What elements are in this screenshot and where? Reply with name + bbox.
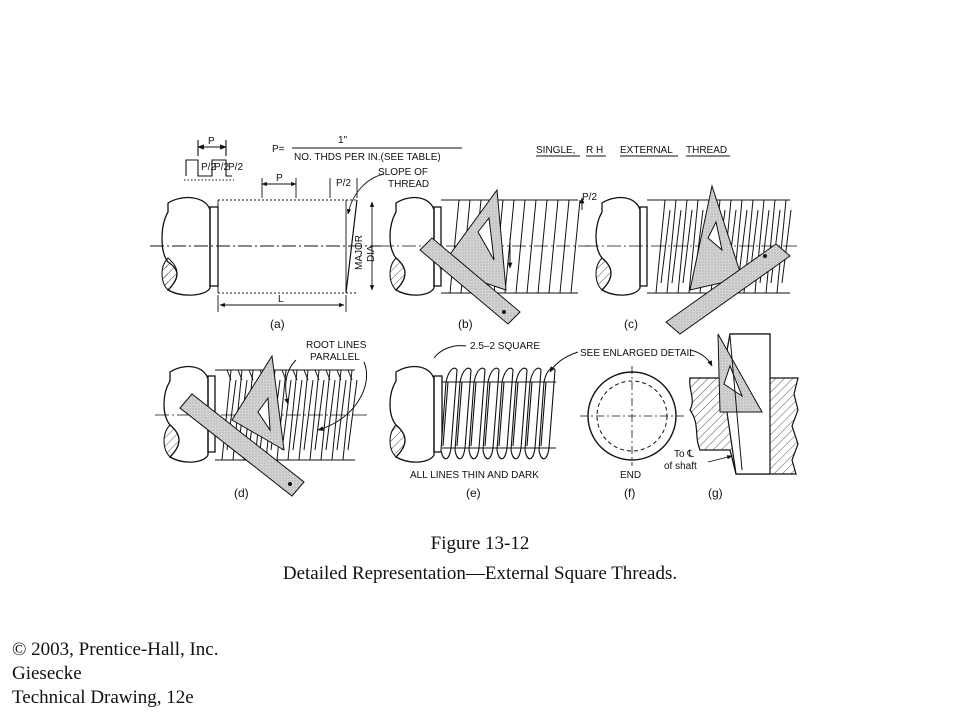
thread-line <box>292 369 298 381</box>
panel-b-crest-lines: P/2 (b) <box>380 188 597 331</box>
thread-spec-title: SINGLE, R H EXTERNAL THREAD <box>536 145 730 157</box>
thread-line <box>347 379 358 451</box>
thread-line <box>660 209 671 284</box>
root-lines-label-2: PARALLEL <box>310 352 360 363</box>
subfigure-label-c: (c) <box>624 317 638 331</box>
subfigure-label-a: (a) <box>270 317 285 331</box>
thread-line <box>303 379 314 451</box>
thread-line <box>666 199 677 294</box>
thread-line <box>781 209 792 284</box>
thread-line <box>655 199 666 294</box>
thread-line <box>325 369 331 381</box>
square-thread-teeth-e <box>440 367 556 460</box>
svg-text:EXTERNAL: EXTERNAL <box>620 145 673 156</box>
major-dia-label-1: MAJOR <box>354 235 365 270</box>
thread-line <box>484 381 491 447</box>
thread-line <box>540 381 547 447</box>
thread-line <box>498 381 505 447</box>
subfigure-label-e: (e) <box>466 486 481 500</box>
subfigure-label-b: (b) <box>458 317 473 331</box>
thread-line <box>347 369 353 381</box>
thread-line <box>325 379 336 451</box>
thread-line <box>226 369 232 381</box>
subfigure-label-g: (g) <box>708 486 723 500</box>
half-pitch-label-1: P/2 <box>201 162 216 173</box>
pitch-label-a: P <box>276 173 283 184</box>
thread-line <box>320 369 331 461</box>
enlarged-detail-label: SEE ENLARGED DETAIL <box>580 348 695 359</box>
t-square-tool-c <box>665 243 791 335</box>
to-shaft-label-1: To ℄ <box>674 449 694 460</box>
thread-line <box>303 369 309 381</box>
thread-line <box>342 369 353 461</box>
panel-g-enlarged-detail: To ℄ of shaft (g) <box>664 333 799 500</box>
thread-line <box>559 199 570 294</box>
end-view-label: END <box>620 470 641 481</box>
length-label: L <box>278 294 284 305</box>
panel-d-thread-outline: ROOT LINES PARALLEL (d) <box>155 340 370 500</box>
thread-line <box>548 199 559 294</box>
major-dia-label-2: DIA <box>366 245 377 262</box>
thread-line <box>537 199 548 294</box>
credits-block: © 2003, Prentice-Hall, Inc. Giesecke Tec… <box>12 638 219 710</box>
all-lines-label: ALL LINES THIN AND DARK <box>410 470 539 481</box>
thread-line <box>237 369 243 381</box>
author-line: Giesecke <box>12 663 82 684</box>
pitch-formula-label: P= <box>272 144 285 155</box>
svg-text:SINGLE,: SINGLE, <box>536 145 575 156</box>
subfigure-label-d: (d) <box>234 486 249 500</box>
pitch-formula-denominator: NO. THDS PER IN.(SEE TABLE) <box>294 152 441 163</box>
thread-line <box>281 369 287 381</box>
half-pitch-label-3: P/2 <box>228 162 243 173</box>
thread-line <box>470 381 477 447</box>
thread-profile-icon <box>184 140 234 181</box>
thread-line <box>776 199 787 294</box>
thread-line <box>765 199 776 294</box>
thread-line <box>442 381 449 447</box>
figure-title: Detailed Representation—External Square … <box>282 563 678 584</box>
thread-line <box>314 369 320 381</box>
panel-c-root-lines: (c) <box>585 184 800 335</box>
slope-label-2: THREAD <box>388 179 429 190</box>
half-pitch-label-b: P/2 <box>582 192 597 203</box>
pitch-formula-numerator: 1" <box>338 135 348 146</box>
slope-label-1: SLOPE OF <box>378 167 428 178</box>
triangle-tool-d <box>231 354 285 451</box>
figure-number: Figure 13-12 <box>430 533 530 554</box>
triangle-tool-g <box>717 333 763 413</box>
panel-e-finished-thread: 2.5–2 SQUARE ALL LINES THIN AND DARK (e)… <box>389 341 713 500</box>
copyright-line: © 2003, Prentice-Hall, Inc. <box>12 639 219 660</box>
thread-line <box>526 381 533 447</box>
thread-line <box>671 209 682 284</box>
half-pitch-label-a: P/2 <box>336 178 351 189</box>
thread-pitch-header: P P/2 P/2 P/2 P= 1" NO. THDS PER IN.(SEE… <box>184 135 730 181</box>
thread-line <box>677 199 688 294</box>
thread-spec-label: 2.5–2 SQUARE <box>470 341 540 352</box>
thread-line <box>688 199 699 294</box>
thread-line <box>336 369 342 381</box>
thread-line <box>526 199 537 294</box>
t-square-tool-b <box>419 237 521 325</box>
to-shaft-label-2: of shaft <box>664 461 697 472</box>
thread-line <box>512 381 519 447</box>
thread-line <box>570 199 581 294</box>
subfigure-label-f: (f) <box>624 486 635 500</box>
svg-text:THREAD: THREAD <box>686 145 727 156</box>
root-lines-label-1: ROOT LINES <box>306 340 367 351</box>
thread-line <box>456 381 463 447</box>
thread-line <box>515 199 526 294</box>
panel-f-end-view: END (f) <box>580 366 684 500</box>
thread-line <box>281 379 292 451</box>
thread-drawing-figure: P P/2 P/2 P/2 P= 1" NO. THDS PER IN.(SEE… <box>150 135 800 500</box>
thread-line <box>248 369 254 381</box>
thread-line <box>449 199 460 294</box>
book-line: Technical Drawing, 12e <box>12 687 194 708</box>
svg-text:R H: R H <box>586 145 603 156</box>
thread-line <box>298 369 309 461</box>
half-pitch-label-2: P/2 <box>214 162 229 173</box>
pitch-label-top: P <box>208 136 215 147</box>
thread-line <box>682 209 693 284</box>
panel-a-layout: P P/2 SLOPE OF THREAD MAJOR DIA L (a) <box>150 167 429 331</box>
t-square-tool-d <box>179 393 305 497</box>
